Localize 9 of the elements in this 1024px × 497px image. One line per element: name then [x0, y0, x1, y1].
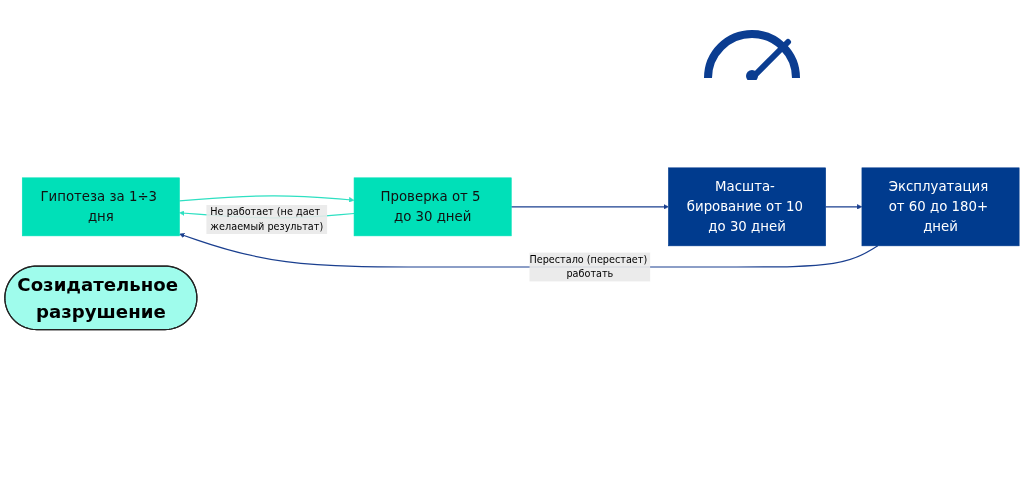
node-box: Проверка от 5 до 30 дней	[353, 177, 512, 236]
node-box: Масшта- бирование от 10 до 30 дней	[668, 167, 826, 246]
edge-label: Перестало (перестает) работать	[529, 253, 648, 280]
node-box: Гипотеза за 1÷3 дня	[21, 177, 180, 236]
edge-label: Не работает (не дает желаемый результат)	[210, 205, 324, 232]
arrow	[510, 203, 669, 210]
node-box: Эксплуатация от 60 до 180+ дней	[861, 167, 1020, 246]
arrow	[178, 195, 355, 203]
arrow	[825, 203, 863, 210]
